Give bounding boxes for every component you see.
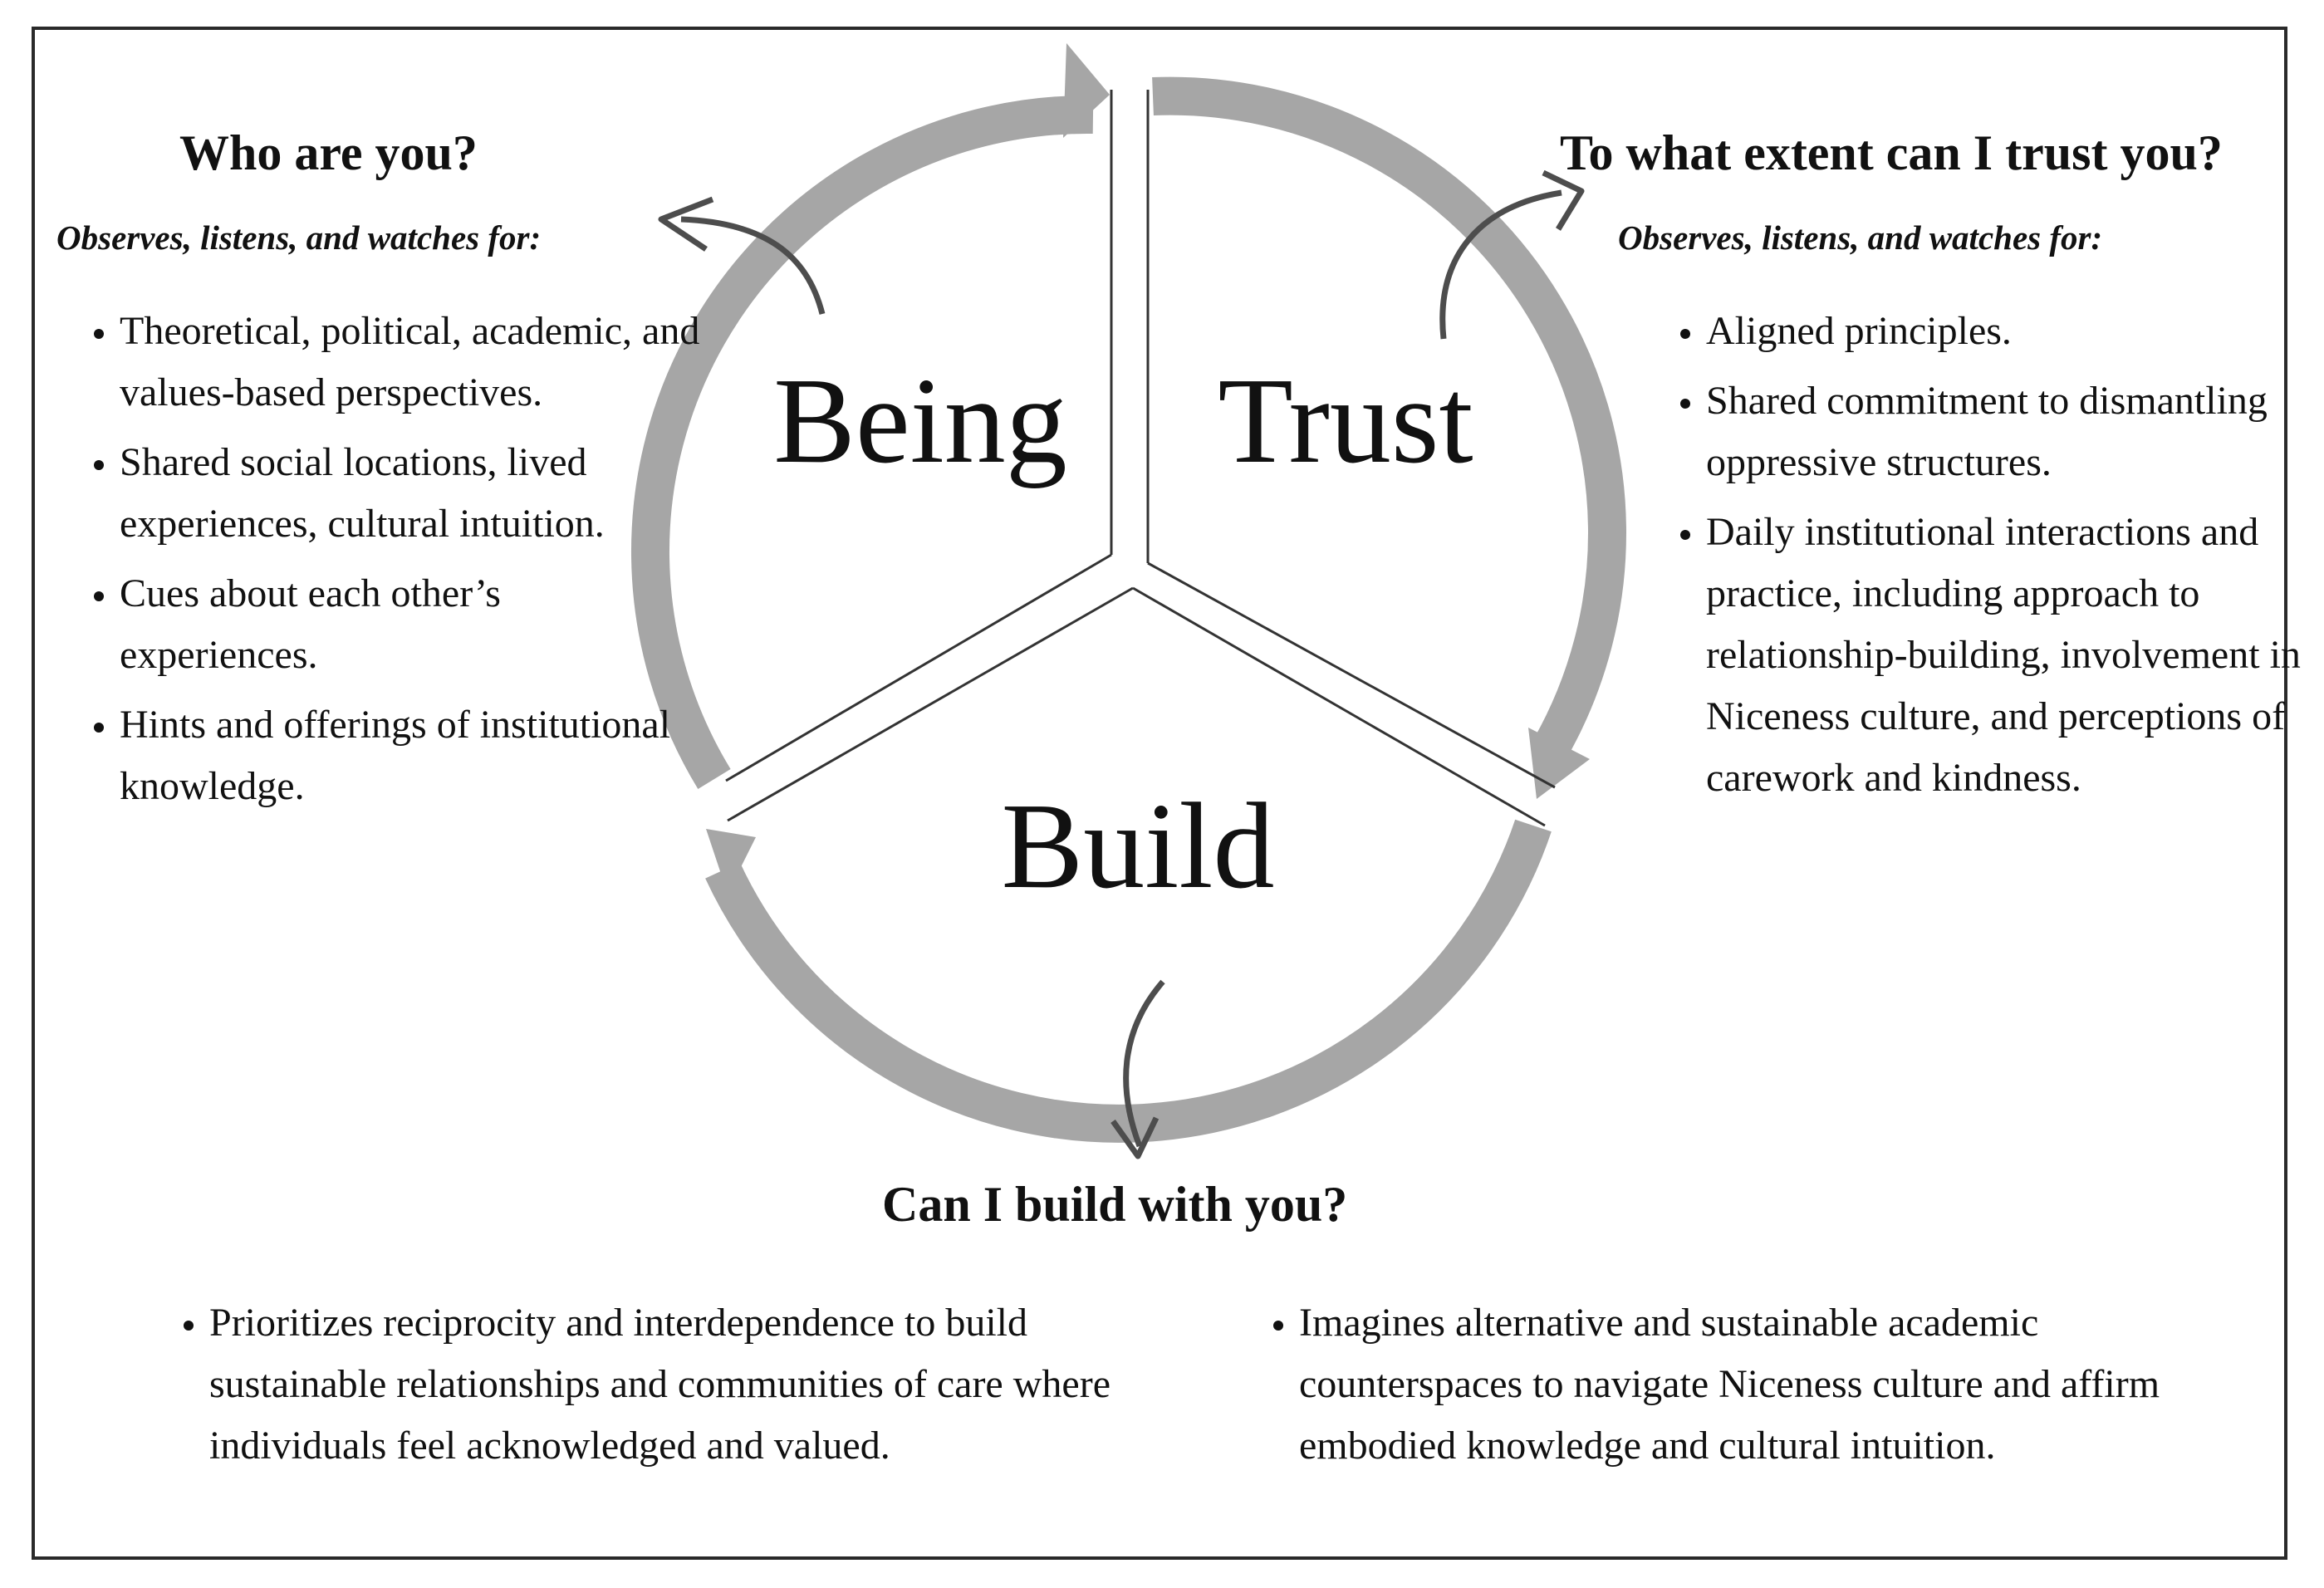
being-bullet-list: Theoretical, political, academic, and va… <box>80 301 701 826</box>
pointer-arrowhead-trust <box>1542 169 1585 231</box>
being-bullet-item: Cues about each other’s experiences. <box>120 563 701 686</box>
cycle-label-trust: Trust <box>1218 353 1473 489</box>
ring-divider-spokes <box>725 90 1556 827</box>
trust-bullet-list: Aligned principles. Shared commitment to… <box>1666 301 2304 817</box>
cycle-label-being: Being <box>773 353 1067 489</box>
trust-bullet-item: Daily institutional interactions and pra… <box>1706 502 2304 809</box>
being-bullet-item: Shared social locations, lived experienc… <box>120 432 701 555</box>
build-question: Can I build with you? <box>882 1177 1348 1232</box>
trust-bullet-item: Shared commitment to dismantling oppress… <box>1706 370 2304 493</box>
build-bullet-list-right: Imagines alternative and sustainable aca… <box>1259 1292 2229 1485</box>
pointer-arrow-build <box>1123 979 1165 1148</box>
ring-arc-being-to-trust <box>630 95 1094 789</box>
being-bullet-item: Theoretical, political, academic, and va… <box>120 301 701 424</box>
pointer-arrow-trust <box>1439 189 1562 340</box>
being-bullet-item: Hints and offerings of institutional kno… <box>120 694 701 817</box>
trust-prompt: Observes, listens, and watches for: <box>1618 218 2103 257</box>
pointer-arrowhead-being <box>658 196 714 252</box>
cycle-label-build: Build <box>1002 778 1275 914</box>
build-bullet-list-left: Prioritizes reciprocity and interdepende… <box>169 1292 1189 1485</box>
figure-frame <box>32 27 2287 1560</box>
ring-arc-trust-to-build <box>1152 76 1626 759</box>
trust-bullet-item: Aligned principles. <box>1706 301 2304 362</box>
being-question: Who are you? <box>179 125 478 180</box>
trust-question: To what extent can I trust you? <box>1560 125 2223 180</box>
ring-arrowhead-being-to-trust <box>1063 43 1110 138</box>
pointer-arrowhead-build <box>1111 1116 1160 1159</box>
being-prompt: Observes, listens, and watches for: <box>56 218 542 257</box>
ring-arrowhead-build-to-being <box>706 829 756 894</box>
build-bullet-item: Imagines alternative and sustainable aca… <box>1299 1292 2229 1477</box>
pointer-arrow-being <box>680 216 826 315</box>
build-bullet-item: Prioritizes reciprocity and interdepende… <box>209 1292 1189 1477</box>
ring-arc-build-to-being <box>705 819 1552 1143</box>
